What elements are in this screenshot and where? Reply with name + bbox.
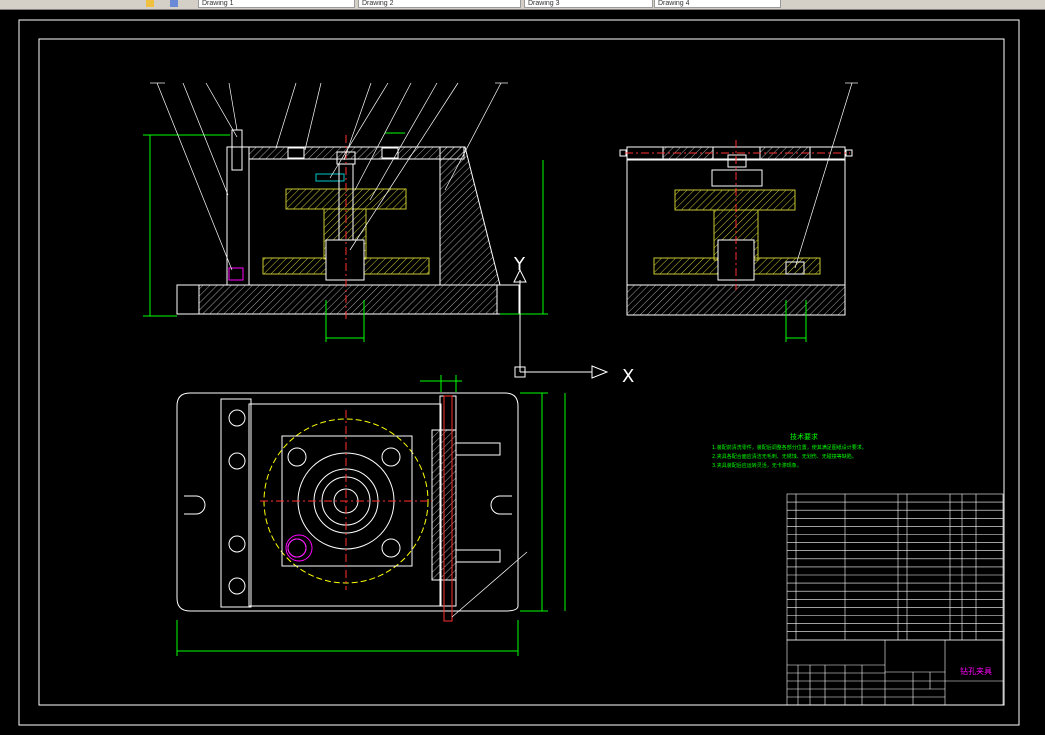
sheet-outer-border	[18, 19, 1020, 726]
drawing-tab-2[interactable]: Drawing 2	[358, 0, 521, 8]
top-plan-view[interactable]	[176, 375, 566, 656]
technical-requirements: 技术要求 1.装配前清洗零件，装配后调整各部分位置，使其满足图纸设计要求。 2.…	[712, 432, 867, 469]
drawing-tab-3[interactable]: Drawing 3	[524, 0, 653, 8]
tech-requirements-title: 技术要求	[790, 432, 818, 441]
front-section-view[interactable]	[143, 82, 548, 342]
tech-requirement-1: 1.装配前清洗零件，装配后调整各部分位置，使其满足图纸设计要求。	[712, 444, 867, 451]
ucs-axis-icon: Y X	[513, 254, 634, 387]
toolbar-icon-2[interactable]	[170, 0, 178, 7]
side-section-view[interactable]	[619, 82, 858, 342]
tech-requirement-3: 3.夹具装配后应运转灵活，无卡滞现象。	[712, 462, 802, 469]
app-tab-bar: Drawing 1 Drawing 2 Drawing 3 Drawing 4	[0, 0, 1045, 10]
parts-list-table	[786, 493, 1004, 641]
drawing-tab-1[interactable]: Drawing 1	[198, 0, 355, 8]
title-block-drawing-name: 钻孔夹具	[960, 666, 992, 676]
sheet-inner-frame	[38, 38, 1005, 706]
tech-requirement-2: 2.夹具各配合面应清洁无毛刺、无锈蚀、无划伤、无碰撞等缺陷。	[712, 453, 857, 460]
title-block: 钻孔夹具	[786, 639, 1004, 706]
axis-x-label: X	[622, 366, 634, 387]
axis-y-label: Y	[513, 254, 526, 275]
drawing-tab-4[interactable]: Drawing 4	[654, 0, 781, 8]
cad-drawing-canvas[interactable]: Y X	[0, 10, 1045, 735]
toolbar-icon[interactable]	[146, 0, 154, 7]
